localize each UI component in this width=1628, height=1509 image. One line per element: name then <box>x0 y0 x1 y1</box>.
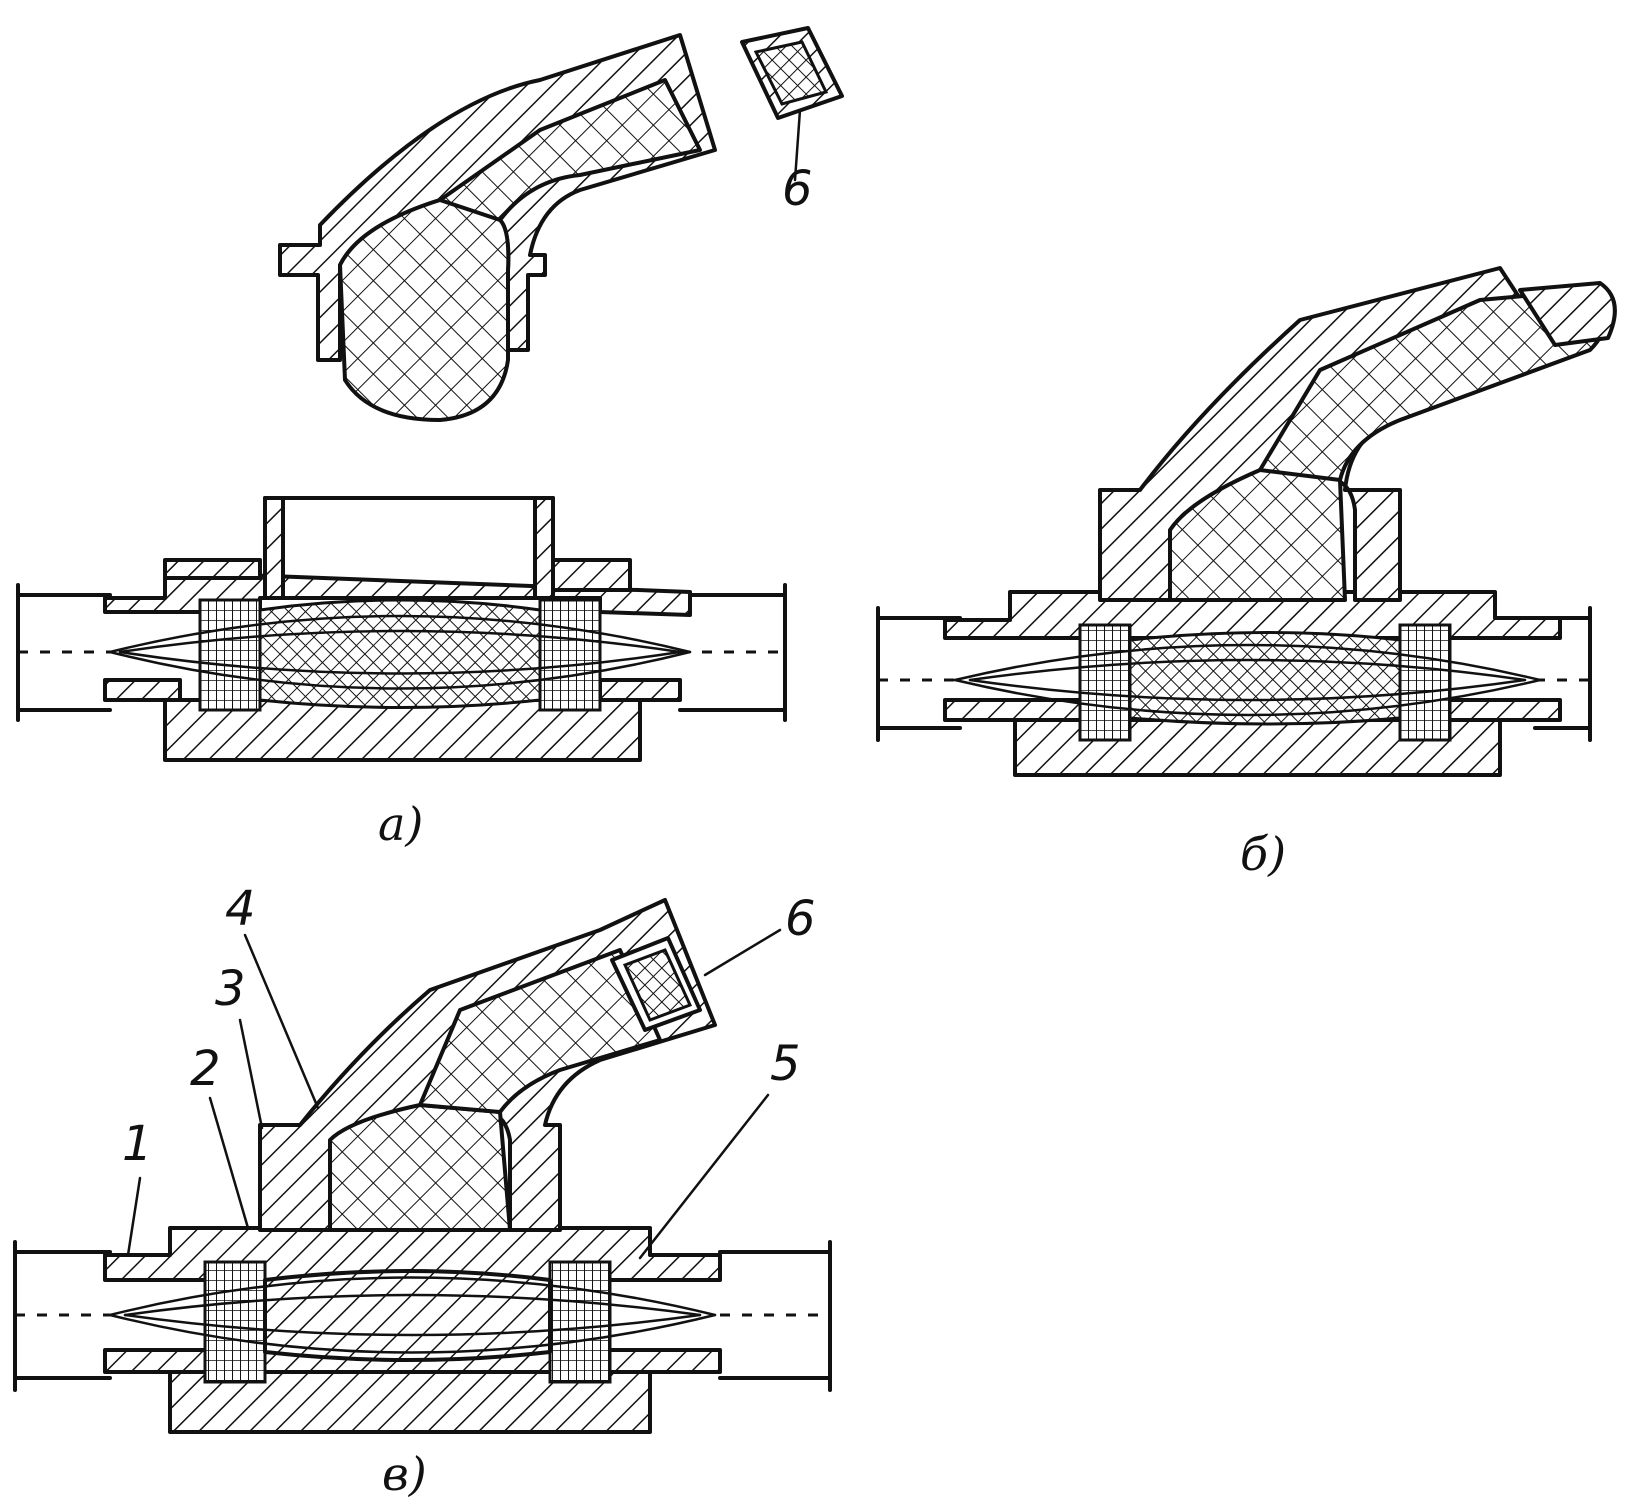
panel-a-plug <box>740 26 844 182</box>
panel-v-core-filling <box>263 1269 552 1362</box>
panel-a-branch-cover <box>278 33 717 422</box>
panel-b-cable <box>876 606 1592 742</box>
panel-a-socket <box>263 496 555 600</box>
panel-v-callout-2: 2 <box>190 1041 221 1097</box>
panel-a-conductors <box>108 614 692 690</box>
panel-v-callout-6: 6 <box>785 891 816 947</box>
panel-a-spacer-left <box>198 598 262 712</box>
panel-v-spacer-right <box>548 1260 612 1384</box>
panel-b-spacer-left <box>1078 623 1132 742</box>
panel-a-insulation <box>258 598 542 709</box>
panel-a-cable <box>16 583 787 722</box>
panel-a-callout-6: 6 <box>782 161 813 217</box>
panel-b-caption: б) <box>1240 827 1286 881</box>
panel-v-callout-1: 1 <box>122 1116 153 1172</box>
panel-v-cable <box>13 1240 832 1392</box>
panel-v-leaders <box>126 928 782 1260</box>
panel-b: б) <box>876 266 1617 881</box>
panel-v-conductors <box>108 1276 717 1354</box>
panel-b-conductors <box>953 643 1542 717</box>
panel-v-spacer-left <box>203 1260 267 1384</box>
panel-v-callout-5: 5 <box>770 1036 801 1092</box>
panel-v-branch <box>258 898 717 1232</box>
panel-a-caption: а) <box>378 797 423 851</box>
panel-a-spacer-right <box>538 598 602 712</box>
panel-b-branch <box>1098 266 1617 602</box>
panel-v-callout-4: 4 <box>225 881 256 937</box>
panel-v-callout-3: 3 <box>215 961 246 1017</box>
panel-a: 6 а) <box>16 26 844 851</box>
panel-b-spacer-right <box>1398 623 1452 742</box>
panel-v: 1 2 3 4 5 6 в) <box>13 881 832 1501</box>
panel-v-caption: в) <box>382 1447 427 1501</box>
panel-b-insulation <box>1128 631 1402 726</box>
